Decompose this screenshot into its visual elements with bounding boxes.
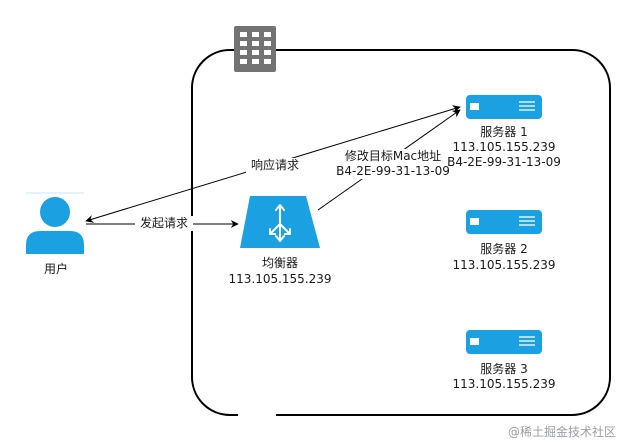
- server-1-icon: [466, 95, 542, 119]
- server-3-ip: 113.105.155.239: [452, 377, 556, 391]
- modify-mac-value: B4-2E-99-31-13-09: [330, 164, 456, 179]
- server-1-name: 服务器 1: [480, 125, 528, 139]
- server-2-icon: [466, 210, 542, 234]
- datacenter-building-icon: [234, 26, 276, 72]
- datacenter-boundary: [191, 49, 611, 416]
- watermark: @稀土掘金技术社区: [507, 425, 616, 439]
- server-3-name: 服务器 3: [480, 362, 528, 376]
- send-request-label: 发起请求: [135, 216, 193, 231]
- balancer-ip: 113.105.155.239: [228, 272, 332, 286]
- server-2-name: 服务器 2: [480, 242, 528, 256]
- modify-mac-title: 修改目标Mac地址: [336, 149, 450, 164]
- user-label: 用户: [43, 262, 68, 276]
- balancer-name: 均衡器: [261, 256, 298, 270]
- container-gap: [238, 413, 276, 417]
- server-1-mac: B4-2E-99-31-13-09: [447, 155, 561, 169]
- respond-request-label: 响应请求: [246, 158, 304, 173]
- server-1-ip: 113.105.155.239: [452, 140, 556, 154]
- load-balancer-icon: [240, 196, 320, 248]
- server-3-icon: [466, 330, 542, 354]
- server-2-ip: 113.105.155.239: [452, 258, 556, 272]
- user-icon: [26, 192, 84, 254]
